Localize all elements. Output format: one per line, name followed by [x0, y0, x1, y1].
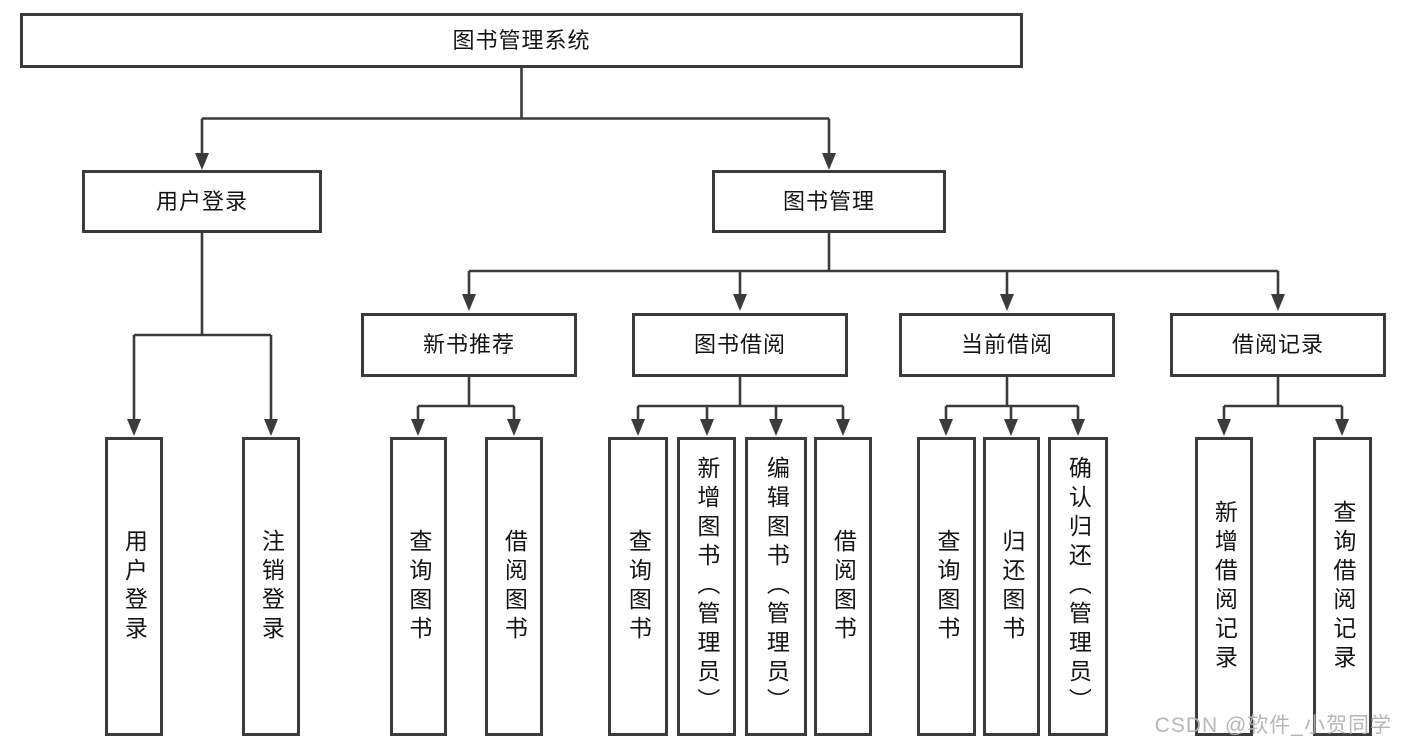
node-library-management-system: 图书管理系统	[20, 13, 1023, 68]
node-leaf-borrow-edit-book-admin: 编辑图书（管理员）	[745, 437, 807, 736]
csdn-watermark: CSDN @软件_小贺同学	[1154, 714, 1392, 737]
node-user-login-module: 用户登录	[82, 170, 322, 233]
node-leaf-records-add-record: 新增借阅记录	[1195, 437, 1253, 736]
node-leaf-current-return-book: 归还图书	[983, 437, 1040, 736]
node-leaf-borrow-borrow-book: 借阅图书	[814, 437, 872, 736]
connector-bookborrow-to-leaves	[636, 377, 845, 420]
node-leaf-current-confirm-return-admin: 确认归还（管理员）	[1048, 437, 1108, 736]
node-leaf-newbook-query-book: 查询图书	[390, 437, 447, 736]
node-book-borrow: 图书借阅	[632, 313, 848, 377]
node-leaf-borrow-query-book: 查询图书	[608, 437, 668, 736]
node-book-management: 图书管理	[712, 170, 946, 233]
connector-userlogin-to-leaves	[132, 233, 273, 420]
connector-newbook-to-leaves	[416, 377, 516, 420]
node-leaf-newbook-borrow-book: 借阅图书	[485, 437, 543, 736]
node-borrow-records: 借阅记录	[1170, 313, 1386, 377]
node-new-book-recommend: 新书推荐	[361, 313, 577, 377]
node-leaf-logout: 注销登录	[242, 437, 300, 736]
node-leaf-current-query-book: 查询图书	[917, 437, 976, 736]
connector-bookmgmt-to-level3	[467, 233, 1280, 296]
connector-records-to-leaves	[1222, 377, 1344, 420]
connector-currentborrow-to-leaves	[944, 377, 1080, 420]
node-leaf-borrow-add-book-admin: 新增图书（管理员）	[677, 437, 736, 736]
node-current-borrow: 当前借阅	[899, 313, 1115, 377]
connector-root-to-level2	[200, 68, 831, 157]
node-leaf-user-login: 用户登录	[105, 437, 163, 736]
node-leaf-records-query-record: 查询借阅记录	[1313, 437, 1372, 736]
